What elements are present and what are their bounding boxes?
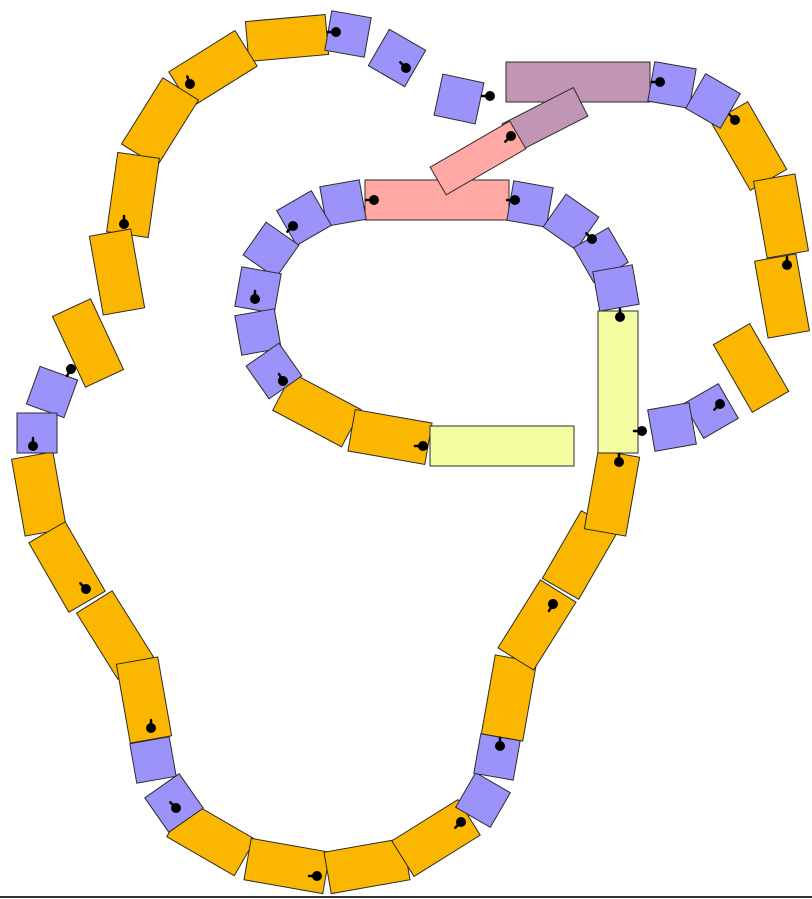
straight-track-piece[interactable]	[752, 173, 810, 259]
connector-dot	[548, 599, 558, 609]
straight-track-piece[interactable]	[583, 449, 641, 537]
connector-dot	[510, 195, 520, 205]
connector-dot	[715, 399, 725, 409]
buffer-stop-piece[interactable]	[429, 425, 575, 467]
track-connector	[277, 372, 288, 386]
connector-dot	[730, 115, 740, 125]
track-connector	[307, 871, 322, 881]
track-connector	[169, 801, 181, 813]
connector-dot	[495, 741, 505, 751]
connector-dot	[456, 817, 466, 827]
track-connector	[364, 195, 379, 205]
connector-dot	[485, 91, 495, 101]
curve-track-piece[interactable]	[129, 736, 177, 784]
connector-dot	[185, 79, 195, 89]
straight-track-piece[interactable]	[28, 521, 106, 613]
track-connector	[505, 195, 520, 205]
track-connector	[28, 436, 38, 451]
track-connector	[585, 232, 597, 244]
connector-dot	[637, 426, 647, 436]
connector-dot	[250, 294, 260, 304]
straight-track-piece[interactable]	[712, 323, 790, 413]
switch-branch-piece[interactable]	[364, 179, 510, 221]
connector-dot	[288, 221, 298, 231]
straight-track-piece[interactable]	[244, 14, 330, 62]
connector-dot	[81, 584, 91, 594]
connector-dot	[278, 376, 288, 386]
curve-track-piece[interactable]	[275, 189, 333, 247]
straight-track-piece[interactable]	[10, 451, 68, 537]
curve-track-piece[interactable]	[647, 61, 697, 109]
curve-track-piece[interactable]	[684, 72, 742, 130]
track-connector	[286, 221, 298, 233]
connector-dot	[401, 63, 411, 73]
connector-dot	[331, 27, 341, 37]
track-connector	[632, 426, 647, 436]
connector-dot	[655, 77, 665, 87]
straight-track-piece[interactable]	[243, 837, 331, 895]
track-connector	[399, 61, 411, 73]
curve-track-piece[interactable]	[473, 733, 521, 781]
connector-dot	[171, 803, 181, 813]
switch-branch-piece[interactable]	[429, 120, 527, 196]
track-connector	[547, 599, 558, 613]
curve-track-piece[interactable]	[234, 266, 282, 314]
track-connector	[782, 255, 792, 270]
connector-dot	[369, 195, 379, 205]
straight-track-piece[interactable]	[106, 151, 160, 239]
switch-piece[interactable]	[505, 61, 651, 103]
curve-track-piece[interactable]	[25, 365, 79, 419]
track-connector	[480, 91, 495, 101]
curve-track-piece[interactable]	[144, 773, 204, 833]
connector-dot	[506, 131, 516, 141]
connector-dot	[66, 364, 76, 374]
curve-track-piece[interactable]	[367, 28, 427, 88]
connector-dot	[28, 441, 38, 451]
connector-dot	[614, 457, 624, 467]
connector-dot	[587, 234, 597, 244]
straight-track-piece[interactable]	[753, 253, 811, 339]
connector-dot	[782, 260, 792, 270]
track-connector	[713, 399, 725, 411]
track-connector	[454, 817, 466, 829]
track-connector	[615, 307, 625, 322]
curve-track-piece[interactable]	[319, 179, 367, 227]
track-connector	[614, 452, 624, 467]
curve-track-piece[interactable]	[245, 342, 303, 400]
track-connector	[326, 27, 341, 37]
curve-track-piece[interactable]	[234, 308, 282, 356]
connector-dot	[418, 441, 428, 451]
track-connector	[495, 736, 505, 751]
straight-track-piece[interactable]	[347, 408, 433, 466]
curve-track-piece[interactable]	[454, 771, 512, 829]
curve-track-piece[interactable]	[647, 402, 697, 452]
straight-track-piece[interactable]	[480, 654, 538, 742]
curve-track-piece[interactable]	[242, 221, 300, 279]
connector-dot	[119, 219, 129, 229]
track-connector	[79, 582, 91, 594]
track-connector	[185, 75, 195, 89]
track-connector	[250, 289, 260, 304]
track-connector	[413, 441, 428, 451]
connector-dot	[146, 723, 156, 733]
curve-track-piece[interactable]	[16, 412, 58, 454]
track-connector	[504, 131, 516, 143]
connector-dot	[615, 312, 625, 322]
straight-track-piece[interactable]	[497, 579, 577, 671]
buffer-stop-piece[interactable]	[597, 310, 639, 454]
connector-dot	[312, 871, 322, 881]
curve-track-piece[interactable]	[433, 73, 485, 125]
straight-track-piece[interactable]	[51, 298, 125, 388]
track-connector	[728, 113, 740, 125]
curve-track-piece[interactable]	[324, 10, 372, 58]
track-connector	[650, 77, 665, 87]
straight-track-piece[interactable]	[88, 228, 146, 316]
curve-track-piece[interactable]	[592, 264, 640, 312]
track-connector	[65, 364, 76, 378]
straight-track-piece[interactable]	[115, 656, 173, 744]
track-connector	[119, 214, 129, 229]
track-connector	[146, 718, 156, 733]
curve-track-piece[interactable]	[682, 382, 740, 440]
